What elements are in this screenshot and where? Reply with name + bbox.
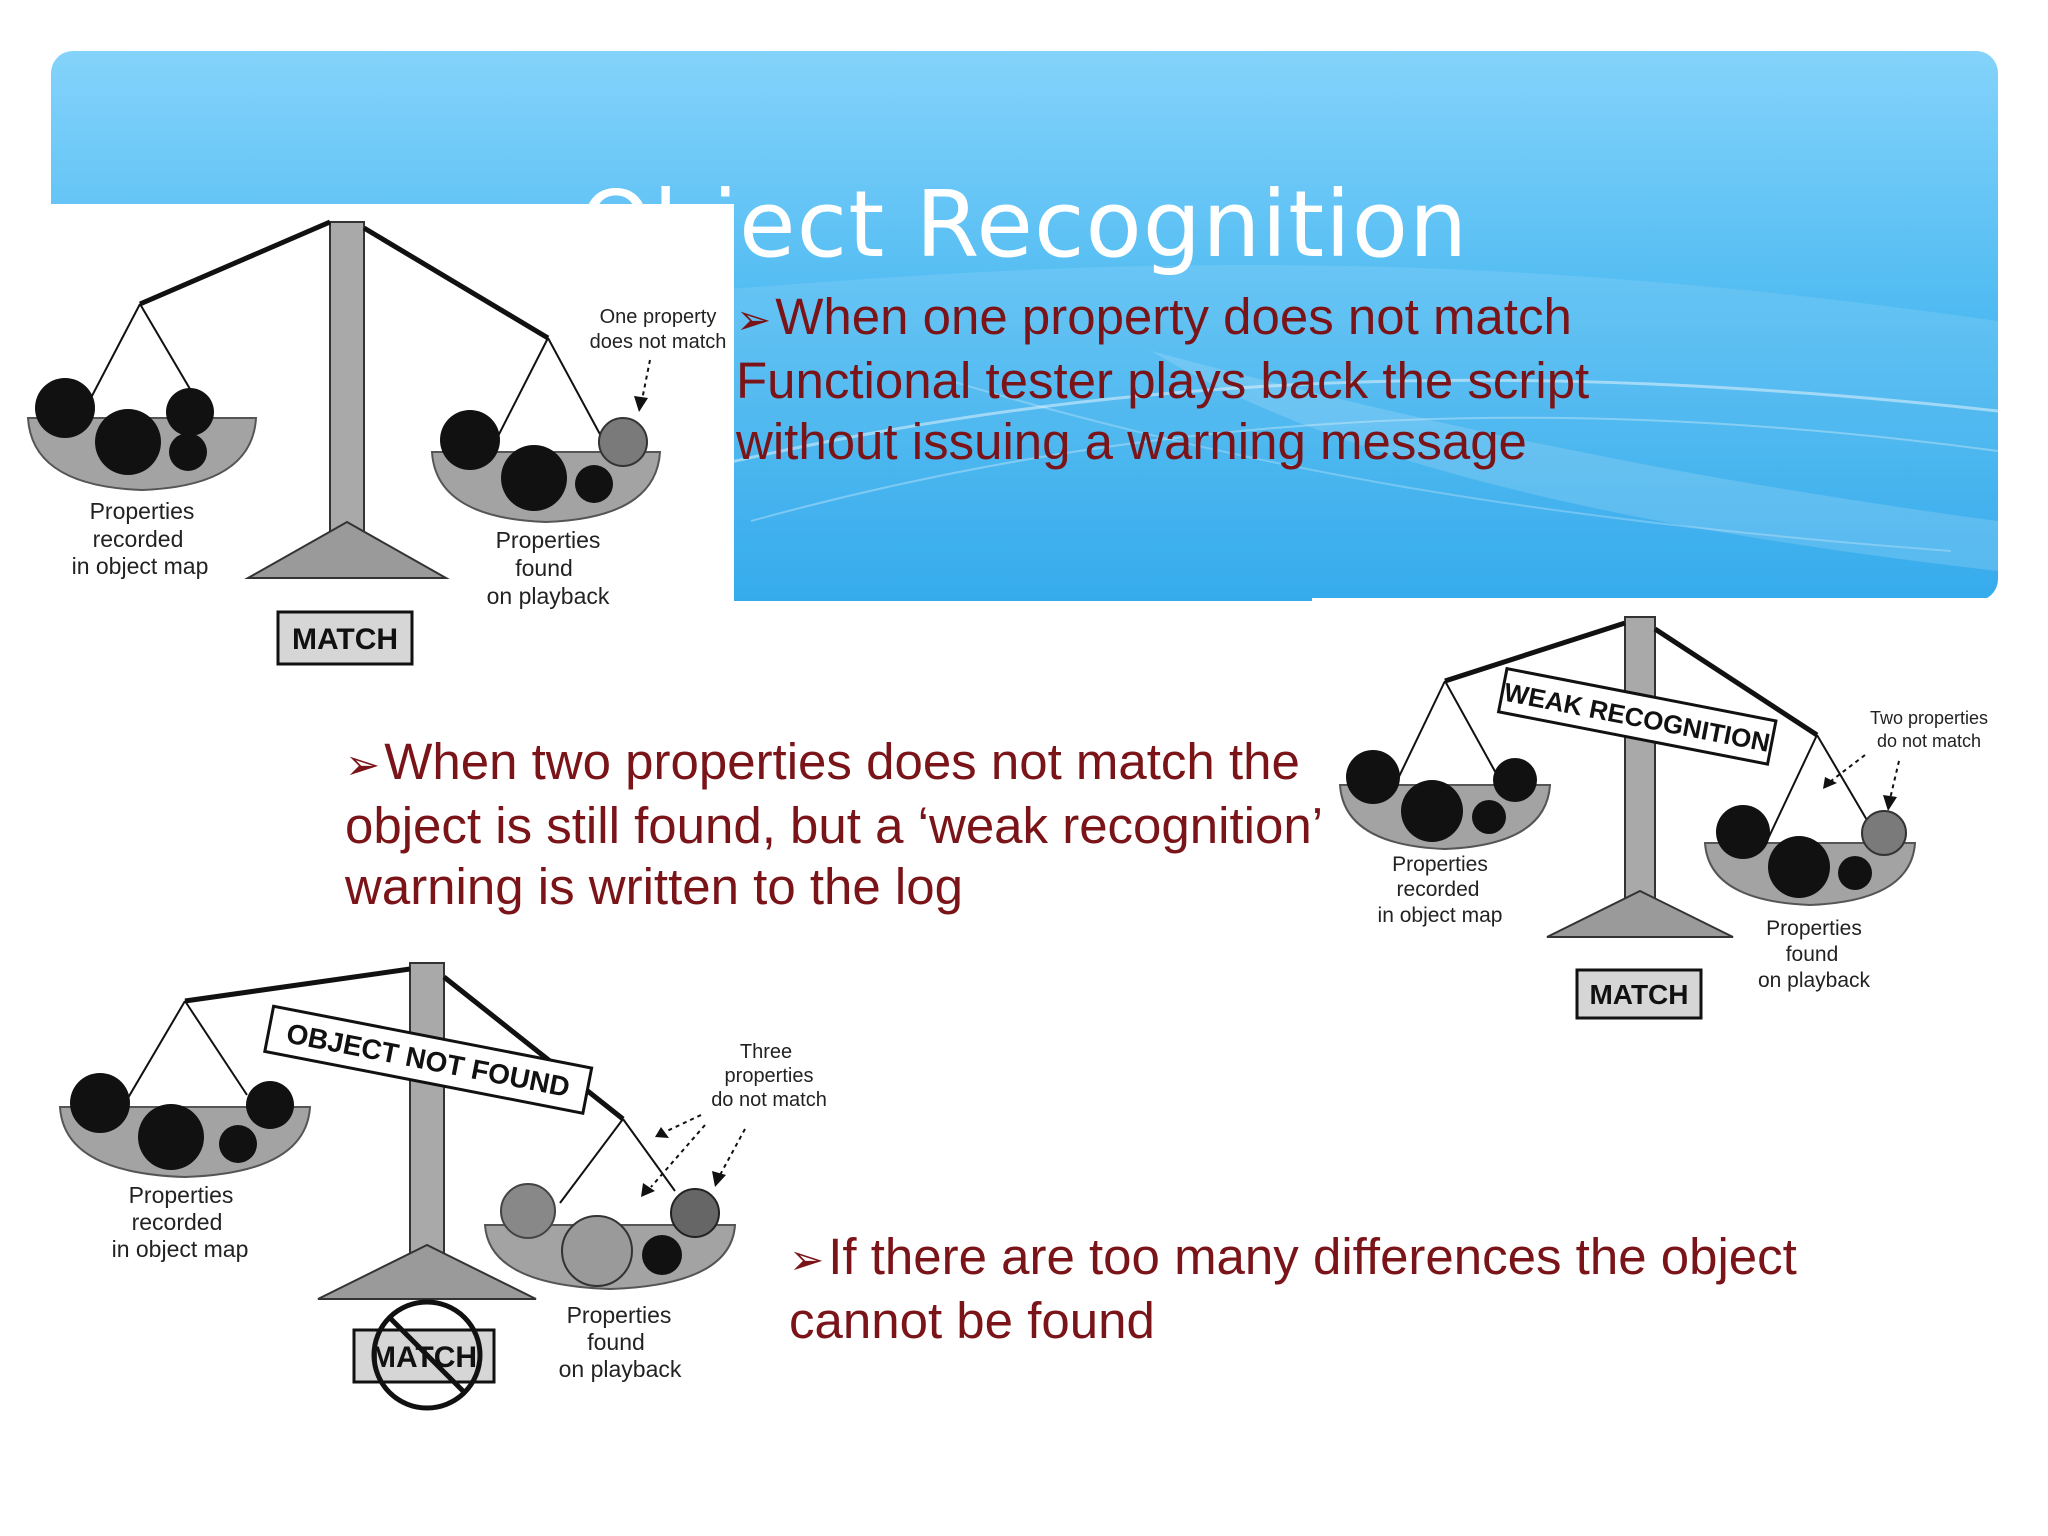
bullet-two-properties: ➢When two properties does not match the … xyxy=(345,731,1345,917)
right-label-line: found xyxy=(515,555,573,581)
note-line: One property xyxy=(600,306,717,328)
property-ball xyxy=(1346,750,1400,804)
mismatch-ball xyxy=(670,1188,720,1238)
right-label-line: Properties xyxy=(1766,917,1862,940)
left-label-line: Properties xyxy=(90,498,195,524)
mismatch-ball xyxy=(500,1183,556,1239)
property-ball xyxy=(1401,780,1463,842)
scale-post xyxy=(329,221,365,558)
no-match-icon xyxy=(371,1299,483,1411)
bullet-one-property: ➢When one property does not match Functi… xyxy=(736,286,1636,472)
note-line: Two properties xyxy=(1870,708,1988,728)
property-ball xyxy=(1768,836,1830,898)
match-label: MATCH xyxy=(1589,979,1688,1010)
match-box xyxy=(276,610,414,666)
note-line: properties xyxy=(725,1065,814,1087)
bullet-arrow-icon: ➢ xyxy=(789,1235,825,1284)
property-ball xyxy=(35,378,95,438)
bullet-text: If there are too many differences the ob… xyxy=(789,1228,1797,1349)
note-line: do not match xyxy=(711,1089,827,1111)
mismatch-ball xyxy=(1861,810,1907,856)
right-label-line: on playback xyxy=(559,1356,682,1382)
property-ball xyxy=(169,433,207,471)
bullet-too-many-differences: ➢If there are too many differences the o… xyxy=(789,1226,1829,1351)
left-label-line: in object map xyxy=(112,1236,249,1262)
bullet-text: When two properties does not match the o… xyxy=(345,733,1322,915)
property-ball xyxy=(501,445,567,511)
bullet-arrow-icon: ➢ xyxy=(345,740,381,789)
scale-base xyxy=(244,520,450,579)
right-label-line: Properties xyxy=(567,1302,672,1328)
scale-post xyxy=(1624,616,1656,906)
left-label-line: in object map xyxy=(1378,904,1503,927)
mismatch-ball xyxy=(598,417,648,467)
left-label-line: recorded xyxy=(1397,878,1480,901)
property-ball xyxy=(70,1073,130,1133)
property-ball xyxy=(95,409,161,475)
scale-base xyxy=(1546,889,1734,938)
diagram-object-not-found: OBJECT NOT FOUND Three properties do not… xyxy=(58,962,827,1411)
property-ball xyxy=(575,465,613,503)
left-label-line: Properties xyxy=(1392,853,1488,876)
note-line: Three xyxy=(740,1041,792,1063)
right-label-line: on playback xyxy=(487,583,610,609)
bullet-text: When one property does not match Functio… xyxy=(736,288,1590,470)
match-label: MATCH xyxy=(371,1341,477,1374)
right-label-line: found xyxy=(1786,943,1839,966)
property-ball xyxy=(642,1235,682,1275)
right-label-line: on playback xyxy=(1758,969,1871,992)
left-label-line: recorded xyxy=(132,1209,223,1235)
diagram-panel-match-bg xyxy=(51,204,734,602)
right-label-line: found xyxy=(587,1329,645,1355)
property-ball xyxy=(1472,800,1506,834)
scale-base xyxy=(317,1243,537,1300)
property-ball xyxy=(440,410,500,470)
match-box xyxy=(1575,968,1703,1020)
match-label: MATCH xyxy=(292,623,398,656)
note-line: does not match xyxy=(590,331,727,353)
left-label-line: Properties xyxy=(129,1182,234,1208)
property-ball xyxy=(1838,856,1872,890)
property-ball xyxy=(1716,805,1770,859)
left-label-line: recorded xyxy=(93,526,184,552)
property-ball xyxy=(166,388,214,436)
mismatch-ball xyxy=(561,1215,633,1287)
property-ball xyxy=(1493,758,1537,802)
scale-post xyxy=(409,962,445,1274)
property-ball xyxy=(246,1081,294,1129)
property-ball xyxy=(219,1125,257,1163)
property-ball xyxy=(138,1104,204,1170)
diagram-weak-recognition: WEAK RECOGNITION Two properties do not m… xyxy=(1338,616,1988,1020)
diagram-match: One property does not match Properties r… xyxy=(26,219,727,666)
note-line: do not match xyxy=(1877,731,1981,751)
left-label-line: in object map xyxy=(72,553,209,579)
right-label-line: Properties xyxy=(496,527,601,553)
bullet-arrow-icon: ➢ xyxy=(736,295,772,344)
